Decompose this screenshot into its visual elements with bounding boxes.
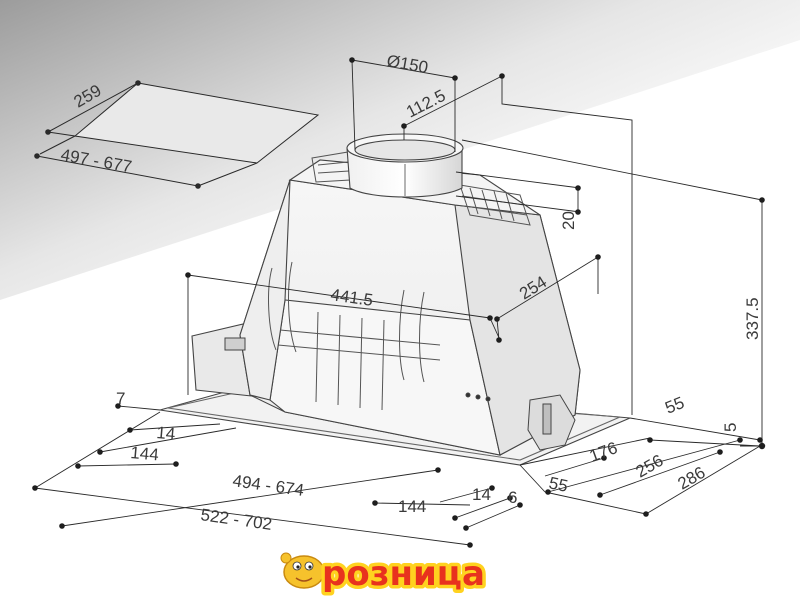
dim-label-bottom-6: 6 xyxy=(508,488,517,507)
dim-label-collar-height: 20 xyxy=(559,211,578,230)
logo-text: розница xyxy=(322,554,485,594)
dim-label-right-5: 5 xyxy=(721,423,740,432)
brand-logo: розница розница xyxy=(280,551,488,598)
mascot-icon xyxy=(280,552,325,589)
hood-body xyxy=(159,159,631,466)
cutout-template xyxy=(36,82,320,187)
dim-label-right-55-bottom: 55 xyxy=(547,473,569,496)
top-grille xyxy=(311,151,531,226)
dim-label-total-height: 337.5 xyxy=(743,297,762,340)
dim-label-frame-inner: 14 xyxy=(156,423,177,444)
duct-collar xyxy=(346,133,464,198)
front-ribs xyxy=(268,261,441,411)
dim-label-bottom-144: 144 xyxy=(398,497,426,516)
dimension-dots xyxy=(32,57,766,548)
dim-label-frame-outer: 144 xyxy=(130,443,160,464)
logo-text-outline: розница xyxy=(322,554,485,594)
detail-parts xyxy=(224,337,576,451)
dimension-lines xyxy=(34,59,765,546)
dim-label-left-edge: 7 xyxy=(116,389,125,408)
dim-label-bottom-14: 14 xyxy=(472,485,491,504)
